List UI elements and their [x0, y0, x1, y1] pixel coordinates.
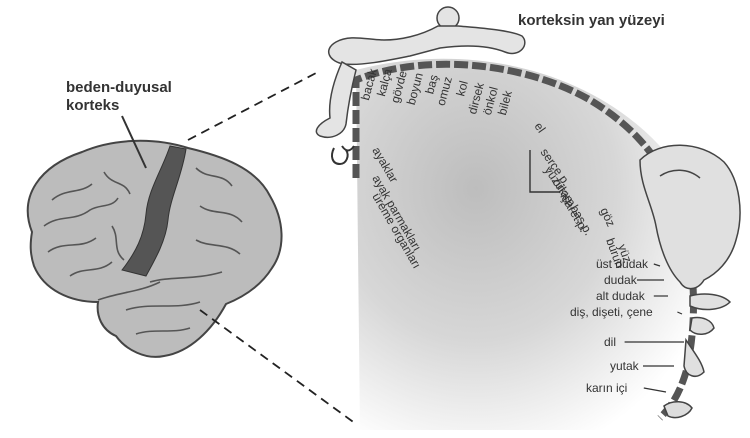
toes-illustration [332, 146, 354, 164]
brain-illustration [28, 141, 282, 357]
body-part-label: yutak [610, 359, 640, 373]
connector-top [188, 72, 318, 140]
body-part-label: karın içi [586, 381, 627, 395]
connector-bottom [200, 310, 356, 424]
brain-label-line2: korteks [66, 97, 119, 114]
body-part-label: dudak [604, 273, 638, 287]
body-part-label: dil [604, 335, 616, 349]
abdomen-illustration [664, 402, 692, 418]
body-part-label: üst dudak [596, 257, 649, 271]
brain-label-line1: beden-duyusal [66, 79, 172, 96]
body-part-label: alt dudak [596, 289, 646, 303]
cortex-title: korteksin yan yüzeyi [518, 12, 665, 29]
body-part-label: diş, dişeti, çene [570, 305, 653, 319]
